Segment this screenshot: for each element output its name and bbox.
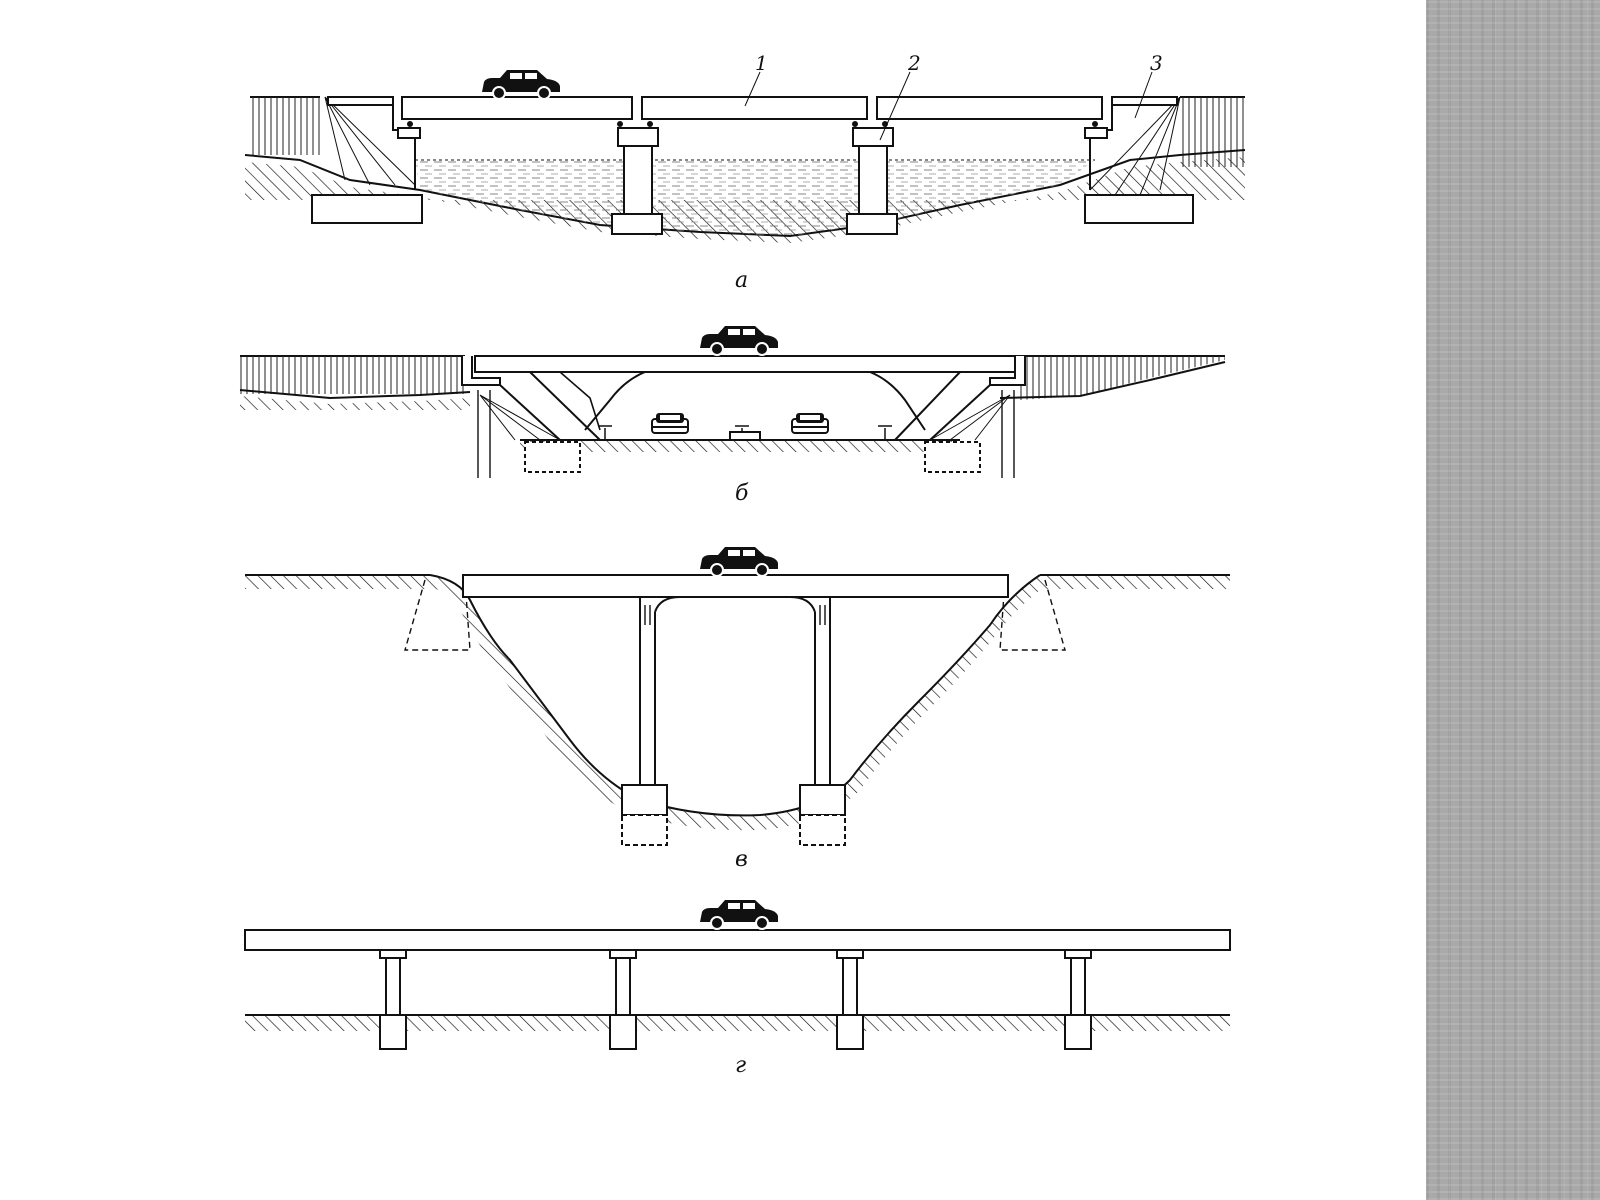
bridge-types-diagram: 1 2 3 а (239, 51, 1246, 1078)
car-icon (699, 546, 779, 577)
car-icon (699, 325, 779, 356)
lower-car-left-icon (651, 412, 689, 434)
panel-b-frame-overpass (239, 355, 1226, 478)
panel-a-beam-bridge (244, 71, 1246, 243)
car-icon (481, 69, 561, 100)
panel-a-label: а (735, 268, 748, 293)
gray-side-strip (1426, 0, 1600, 1200)
panel-b-label: б (735, 481, 749, 506)
callout-3: 3 (1150, 51, 1163, 75)
callout-1: 1 (755, 51, 768, 75)
lower-car-right-icon (791, 412, 829, 434)
panel-c-label: в (735, 847, 748, 872)
panel-d-viaduct (244, 929, 1231, 1050)
panel-d-label: г (735, 1053, 746, 1078)
callout-2: 2 (907, 51, 921, 75)
panel-c-ravine-bridge (245, 574, 1230, 846)
car-icon (699, 899, 779, 930)
